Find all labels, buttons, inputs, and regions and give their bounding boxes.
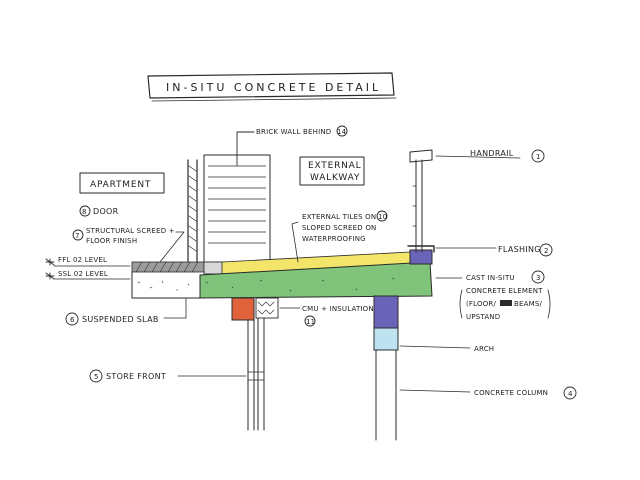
cmu-block xyxy=(231,297,255,321)
external-walkway-box: EXTERNAL WALKWAY xyxy=(299,156,365,186)
tiles-label-line1: EXTERNAL TILES ON xyxy=(302,213,376,221)
concrete-column: ARCH CONCRETE COLUMN 4 xyxy=(373,295,577,441)
cmu-callout: CMU + INSULATION 11 xyxy=(279,305,374,327)
ssl-label: SSL 02 LEVEL xyxy=(58,270,108,278)
cast-label-line4: UPSTAND xyxy=(466,313,500,321)
cast-number: 3 xyxy=(536,274,541,282)
cast-label-line3: (FLOOR/ xyxy=(466,300,496,308)
handrail-label: HANDRAIL xyxy=(470,149,514,158)
walkway-label-line2: WALKWAY xyxy=(310,173,360,183)
tiles-callout: EXTERNAL TILES ON 10 SLOPED SCREED ON WA… xyxy=(291,210,388,263)
brick-wall-label: BRICK WALL BEHIND xyxy=(256,128,331,136)
flashing-callout: FLASHING 2 xyxy=(435,243,553,257)
door-number: 8 xyxy=(82,208,87,216)
column-label: CONCRETE COLUMN xyxy=(474,389,548,397)
flashing-label: FLASHING xyxy=(498,245,541,254)
interior-floor xyxy=(131,261,205,299)
cast-label-line2: CONCRETE ELEMENT xyxy=(466,287,543,295)
door-jamb xyxy=(187,159,198,263)
diagram-title: IN-SITU CONCRETE DETAIL xyxy=(166,81,381,94)
tiles-number: 10 xyxy=(378,213,387,221)
door-callout: 8 DOOR xyxy=(79,205,119,217)
tiles-label-line2: SLOPED SCREED ON xyxy=(302,224,376,232)
apartment-label: APARTMENT xyxy=(90,180,151,190)
arch-segment xyxy=(373,327,399,351)
apartment-box: APARTMENT xyxy=(79,172,165,194)
cmu-label: CMU + INSULATION xyxy=(302,305,374,313)
suspended-callout: 6 SUSPENDED SLAB xyxy=(65,297,187,326)
cmu-insulation xyxy=(255,297,279,319)
title-block: IN-SITU CONCRETE DETAIL xyxy=(147,72,397,102)
upstand-column xyxy=(373,295,399,329)
storefront-number: 5 xyxy=(94,373,99,381)
handrail: HANDRAIL 1 xyxy=(409,149,545,253)
walkway-label-line1: EXTERNAL xyxy=(308,161,361,171)
column-number: 4 xyxy=(568,390,573,398)
ffl-label: FFL 02 LEVEL xyxy=(58,256,107,264)
suspended-number: 6 xyxy=(70,316,75,324)
store-front: 5 STORE FRONT xyxy=(89,317,265,431)
screed-label-line2: FLOOR FINISH xyxy=(86,237,137,245)
cast-callout: CAST IN-SITU 3 CONCRETE ELEMENT (FLOOR/ … xyxy=(435,270,551,321)
screed-callout: 7 STRUCTURAL SCREED + FLOOR FINISH xyxy=(72,227,185,263)
concrete-element xyxy=(199,261,433,299)
storefront-label: STORE FRONT xyxy=(106,372,166,381)
cmu-number: 11 xyxy=(306,318,315,326)
cast-label-line3b: BEAMS/ xyxy=(514,300,542,308)
handrail-number: 1 xyxy=(536,153,541,161)
tiles-label-line3: WATERPROOFING xyxy=(302,235,366,243)
flashing-number: 2 xyxy=(544,247,549,255)
brick-wall-number: 14 xyxy=(337,128,347,136)
flashing-line xyxy=(407,245,435,253)
scribble-mark xyxy=(500,300,512,306)
suspended-label: SUSPENDED SLAB xyxy=(82,315,159,324)
arch-label: ARCH xyxy=(474,345,494,353)
door-label: DOOR xyxy=(93,207,119,216)
screed-label-line1: STRUCTURAL SCREED + xyxy=(86,227,175,235)
upstand xyxy=(409,249,433,265)
level-markers: FFL 02 LEVEL SSL 02 LEVEL xyxy=(45,256,131,280)
screed-number: 7 xyxy=(75,232,80,240)
cast-label-line1: CAST IN-SITU xyxy=(466,274,515,282)
